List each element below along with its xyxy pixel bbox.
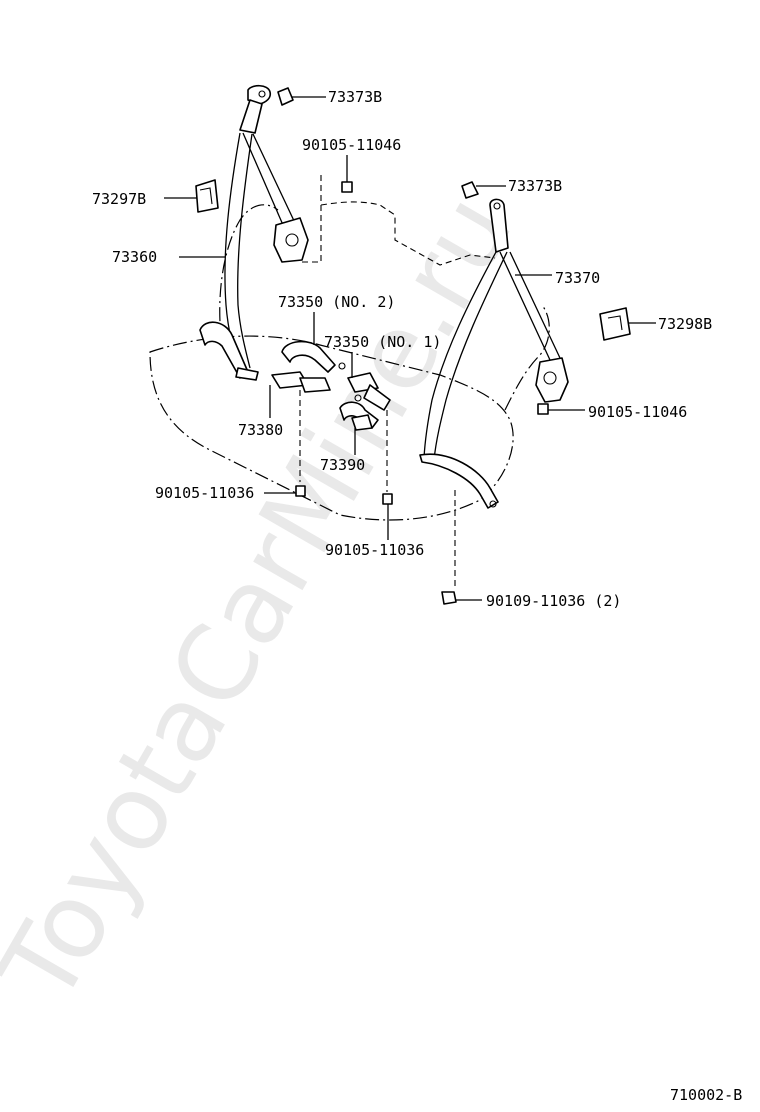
bolt-90105-11036-left <box>295 485 306 497</box>
label-73350-no1: 73350 (NO. 1) <box>324 333 441 351</box>
cover-73297b <box>195 179 219 213</box>
anchor-cover-top-right <box>461 181 479 199</box>
bolts <box>295 181 549 605</box>
bolt-90105-11036-bottom <box>382 493 393 505</box>
retractor-right <box>535 357 569 403</box>
label-73380: 73380 <box>238 421 283 439</box>
buckle-73350-no2 <box>281 340 336 373</box>
left-seat-belt-assembly <box>195 84 309 381</box>
shoulder-anchor-right <box>489 198 509 253</box>
belt-strap-upper <box>239 99 263 134</box>
body-panel-outline <box>300 175 496 266</box>
leader-lines <box>164 96 656 601</box>
center-buckles <box>271 340 391 492</box>
bolt-90105-11046-right <box>537 403 549 415</box>
label-73370: 73370 <box>555 269 600 287</box>
label-90105-11036-left: 90105-11036 <box>155 484 254 502</box>
cover-73298b <box>599 307 631 341</box>
bolt-90109-11036 <box>441 591 457 605</box>
label-73373b-right: 73373B <box>508 177 562 195</box>
anchor-cover-top-left <box>277 87 294 106</box>
label-73360: 73360 <box>112 248 157 266</box>
bolt-90105-11046-top <box>341 181 353 193</box>
seat-back-outline-left <box>219 204 279 346</box>
label-73373b-top-left: 73373B <box>328 88 382 106</box>
label-73298b: 73298B <box>658 315 712 333</box>
label-90109-11036: 90109-11036 (2) <box>486 592 621 610</box>
label-90105-11036-bottom: 90105-11036 <box>325 541 424 559</box>
seat-back-outline-right <box>504 304 550 411</box>
retractor-left <box>273 217 309 263</box>
seat-cushion-outline <box>149 335 514 521</box>
lower-anchor-right <box>419 453 499 509</box>
diagram-reference-number: 710002-B <box>670 1086 742 1104</box>
label-90105-11046-right: 90105-11046 <box>588 403 687 421</box>
label-73297b: 73297B <box>92 190 146 208</box>
label-90105-11046-top: 90105-11046 <box>302 136 401 154</box>
label-73350-no2: 73350 (NO. 2) <box>278 293 395 311</box>
label-73390: 73390 <box>320 456 365 474</box>
right-seat-belt-assembly <box>419 181 631 588</box>
